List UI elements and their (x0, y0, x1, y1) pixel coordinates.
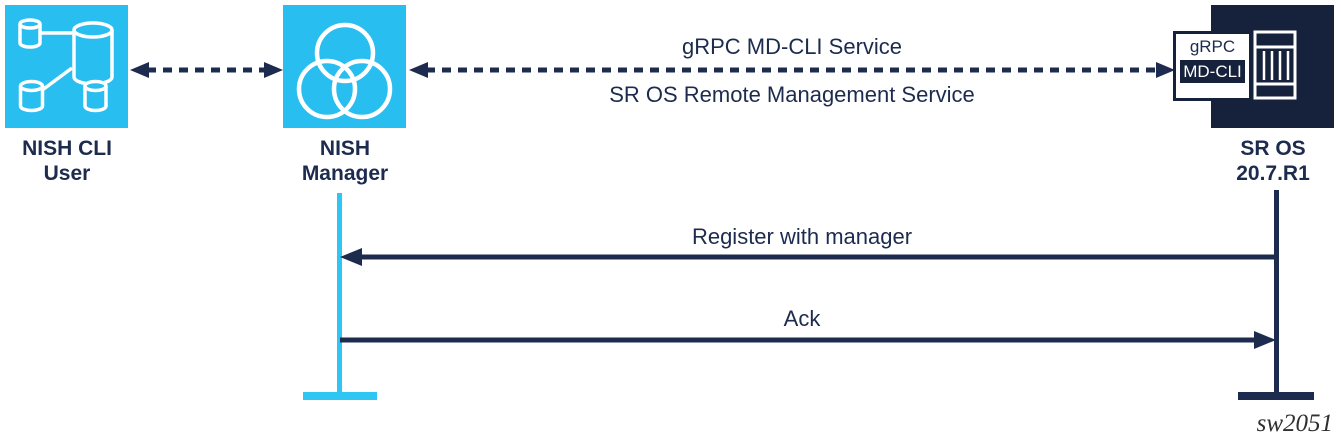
grpc-mdcli-badge: gRPC MD-CLI (1173, 31, 1252, 101)
node-label-line: 20.7.R1 (1236, 162, 1310, 185)
venn-circles-icon (296, 22, 393, 120)
node-nish-cli-user (5, 5, 128, 128)
lifeline-sr-os (1274, 190, 1279, 392)
message-arrow-register-with-manager (340, 248, 1277, 266)
node-label-nish-manager: NISH Manager (225, 136, 465, 186)
lifeline-endbar-nish-manager (303, 392, 377, 400)
node-label-line: NISH CLI (22, 137, 112, 160)
lifeline-nish-manager (337, 193, 342, 392)
lifeline-endbar-sr-os (1238, 392, 1314, 400)
node-label-line: User (43, 162, 91, 185)
dashed-double-arrow-manager-sros (409, 62, 1175, 78)
link-label-sros-remote-management-service: SR OS Remote Management Service (609, 82, 975, 107)
badge-mdcli-label: MD-CLI (1180, 60, 1245, 83)
message-label-ack: Ack (783, 306, 821, 331)
node-label-line: Manager (301, 162, 389, 185)
message-arrow-ack (340, 331, 1276, 349)
message-label-register-with-manager: Register with manager (691, 224, 913, 249)
badge-grpc-label: gRPC (1189, 37, 1236, 56)
database-network-icon (18, 18, 114, 113)
node-nish-manager (283, 5, 406, 128)
node-label-line: SR OS (1240, 137, 1306, 160)
router-chassis-icon (1253, 30, 1297, 100)
node-label-nish-cli-user: NISH CLI User (0, 136, 187, 186)
dashed-double-arrow-user-manager (130, 62, 283, 78)
node-label-line: NISH (319, 137, 371, 160)
link-label-grpc-mdcli-service: gRPC MD-CLI Service (681, 34, 903, 59)
node-label-sr-os: SR OS 20.7.R1 (1153, 136, 1341, 186)
figure-id: sw2051 (1256, 410, 1333, 437)
